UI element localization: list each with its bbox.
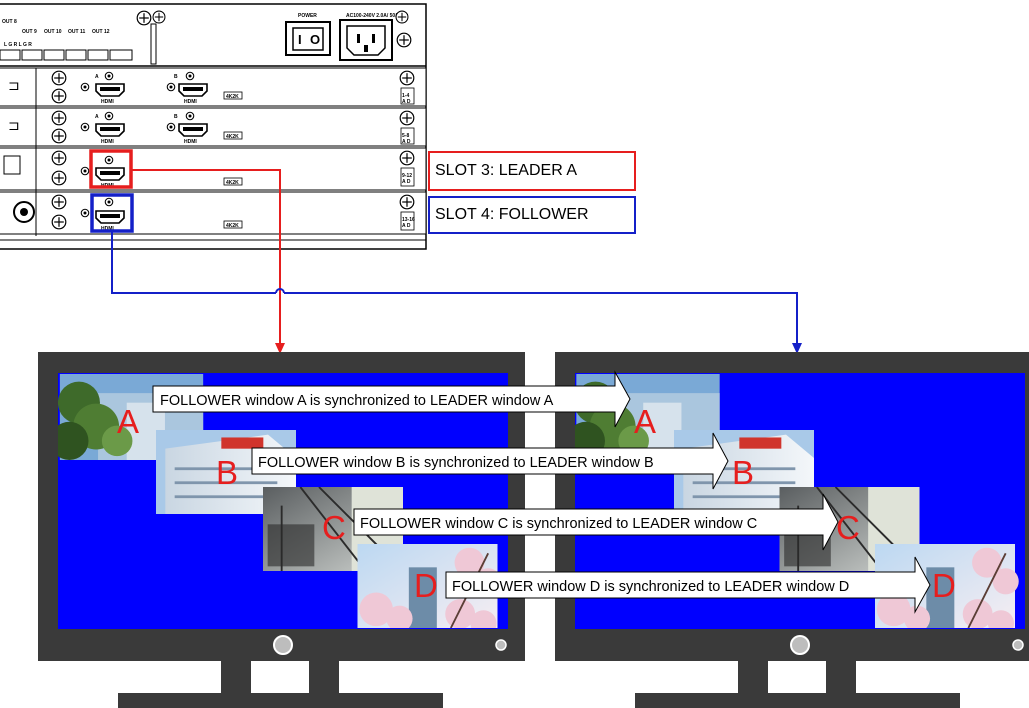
svg-text:⊐: ⊐ [8, 117, 20, 133]
card-slot-4: HDMI 4K2K [0, 191, 427, 235]
follower-slot-label: SLOT 4: FOLLOWER [428, 196, 636, 234]
slot-range-label: 1-4 [402, 93, 409, 99]
card-slot-1: A HDMI B HDMI 4K2K ⊐ [0, 67, 427, 107]
svg-text:B: B [174, 74, 178, 80]
screw-icon [395, 10, 409, 24]
callout-text: FOLLOWER window D is synchronized to LEA… [452, 579, 849, 595]
svg-text:HDMI: HDMI [101, 99, 114, 105]
sync-callout-c: FOLLOWER window C is synchronized to LEA… [353, 493, 839, 551]
follower-window-c: C [778, 487, 921, 571]
follower-connection-line [111, 231, 802, 354]
output-terminal-block: OUT 8 OUT 9 OUT 10 OUT 11 OUT 12 L G R L… [0, 19, 133, 61]
svg-text:4K2K: 4K2K [226, 180, 239, 186]
leader-window-a: A [58, 374, 204, 460]
svg-text:HDMI: HDMI [184, 139, 197, 145]
slot-range-label: A D [402, 139, 411, 145]
slot-range-label: 5-8 [402, 133, 409, 139]
power-panel: POWER AC100-240V 2.0A/ 50/60Hz I O [285, 10, 412, 61]
slot-range-label: A D [402, 223, 411, 229]
slot-range-label: 13-16 [402, 217, 415, 223]
leader-slot-label-text: SLOT 3: LEADER A [435, 162, 577, 179]
window-letter: C [836, 509, 860, 546]
power-switch-on-icon: I [298, 32, 302, 47]
svg-text:HDMI: HDMI [101, 139, 114, 145]
out-label: OUT 8 [2, 19, 17, 25]
ac-rating-label: AC100-240V 2.0A/ 50/60Hz [346, 13, 409, 19]
power-label: POWER [298, 13, 317, 19]
svg-text:4K2K: 4K2K [226, 223, 239, 229]
sync-callout-b: FOLLOWER window B is synchronized to LEA… [251, 432, 729, 490]
window-letter: D [932, 567, 956, 604]
svg-text:HDMI: HDMI [101, 226, 114, 232]
ground-icon [396, 32, 412, 48]
leader-window-c: C [262, 487, 404, 571]
leader-window-b: B [156, 430, 296, 514]
power-led-icon [273, 635, 293, 655]
lr-label: L G R L G R [4, 42, 32, 48]
callout-text: FOLLOWER window B is synchronized to LEA… [258, 455, 654, 471]
leader-window-d: D [356, 544, 502, 628]
follower-window-b: B [674, 430, 814, 514]
window-letter: B [216, 454, 238, 491]
svg-text:B: B [174, 114, 178, 120]
card-slot-2: A HDMI B HDMI 4K2K ⊐ [0, 107, 427, 147]
slot-range-label: A D [402, 179, 411, 185]
window-letter: B [732, 454, 754, 491]
svg-text:4K2K: 4K2K [226, 134, 239, 140]
svg-text:A: A [95, 114, 99, 120]
svg-text:HDMI: HDMI [184, 99, 197, 105]
svg-text:4K2K: 4K2K [226, 94, 239, 100]
out-label: OUT 9 [22, 29, 37, 35]
screw-icon [152, 10, 166, 24]
window-letter: A [634, 403, 656, 440]
follower-slot-label-text: SLOT 4: FOLLOWER [435, 206, 589, 223]
callout-text: FOLLOWER window A is synchronized to LEA… [160, 393, 554, 409]
window-letter: A [117, 403, 139, 440]
rack-device: OUT 8 OUT 9 OUT 10 OUT 11 OUT 12 L G R L… [0, 3, 427, 250]
window-letter: D [414, 567, 438, 604]
svg-text:⊐: ⊐ [8, 77, 20, 93]
sync-callout-d: FOLLOWER window D is synchronized to LEA… [445, 556, 931, 614]
out-label: OUT 11 [68, 29, 85, 35]
slot-range-label: A D [402, 99, 411, 105]
screw-icon [136, 10, 152, 26]
sync-callout-a: FOLLOWER window A is synchronized to LEA… [152, 370, 631, 428]
follower-window-a: A [575, 374, 720, 460]
power-led-icon [790, 635, 810, 655]
svg-text:A: A [95, 74, 99, 80]
window-letter: C [322, 509, 346, 546]
slot-range-label: 9-12 [402, 173, 412, 179]
power-switch-off-icon: O [310, 32, 320, 47]
leader-connection-line [131, 169, 285, 354]
out-label: OUT 12 [92, 29, 110, 35]
callout-text: FOLLOWER window C is synchronized to LEA… [360, 516, 757, 532]
out-label: OUT 10 [44, 29, 62, 35]
follower-window-d: D [874, 544, 1020, 628]
leader-slot-label: SLOT 3: LEADER A [428, 151, 636, 191]
